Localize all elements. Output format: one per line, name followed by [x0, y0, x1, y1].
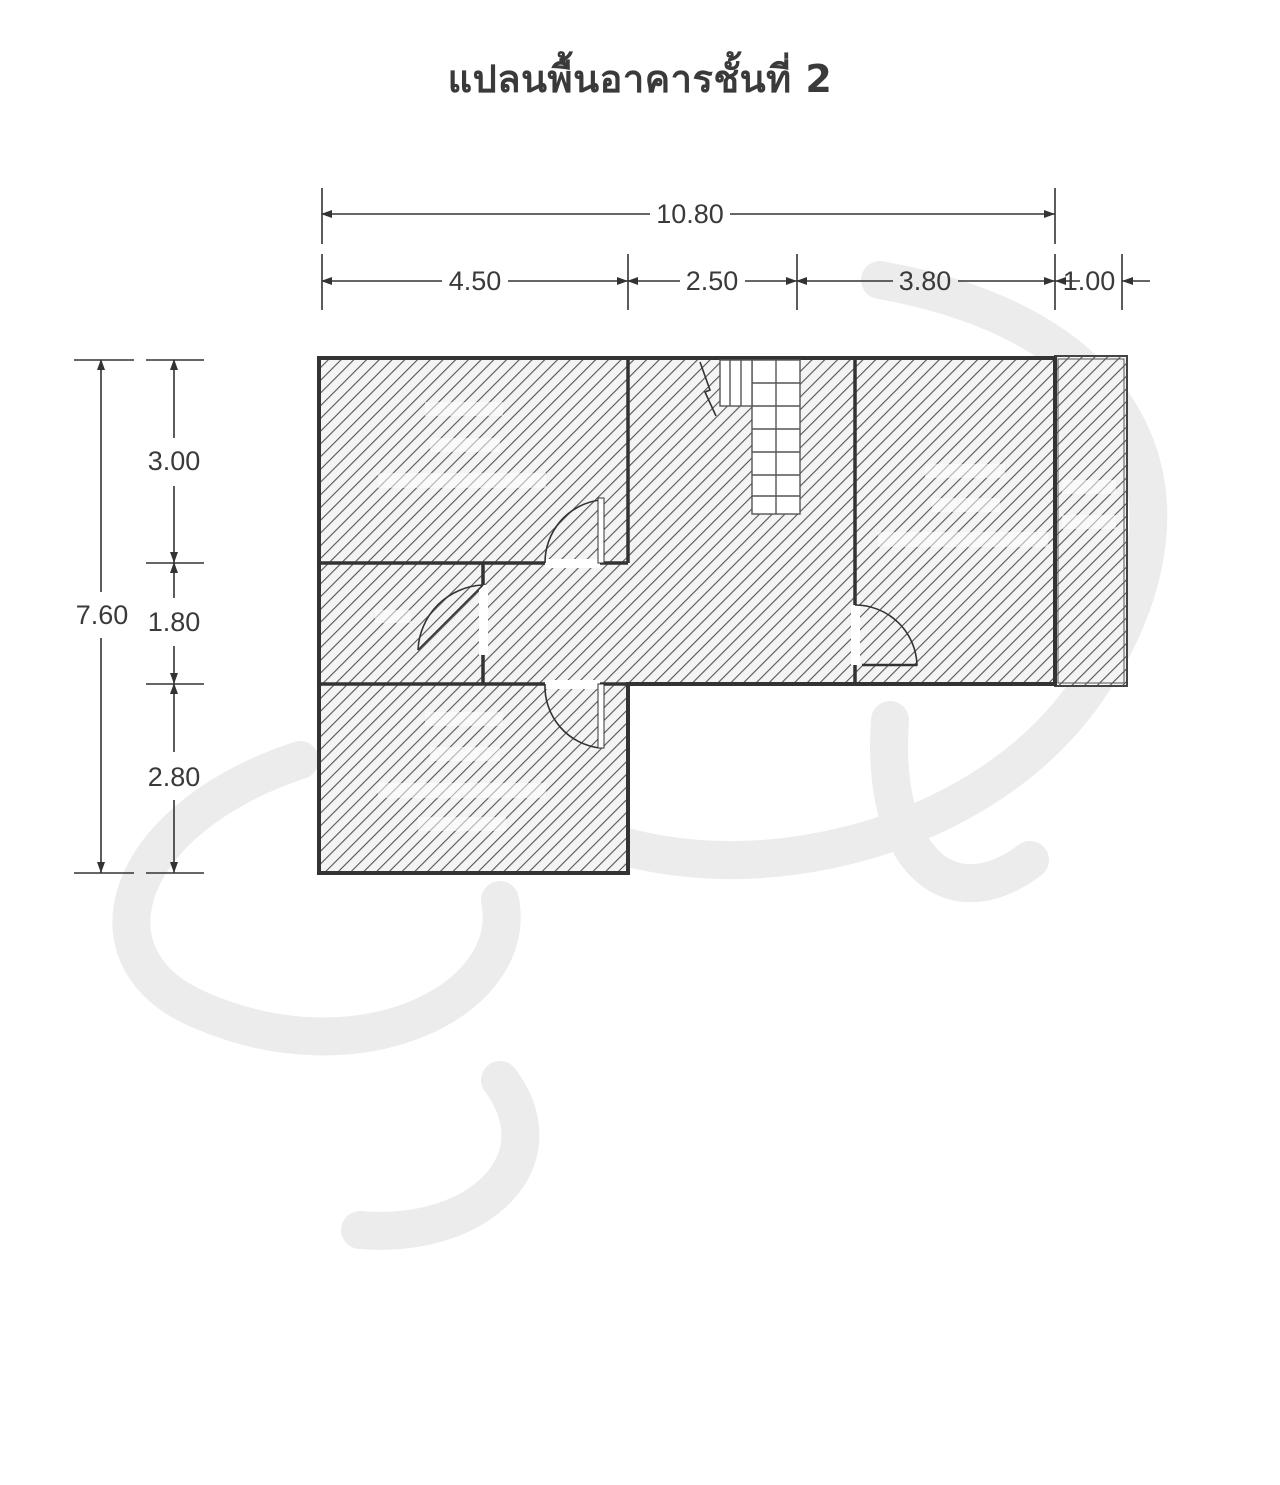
door-swings [417, 497, 918, 749]
dim-overall-width: 10.80 [656, 199, 724, 229]
dim-depth-1: 3.00 [148, 446, 201, 476]
depth-segments [146, 359, 204, 874]
segment-dimensions [321, 254, 1150, 310]
width-dimension [321, 188, 1056, 244]
dim-seg-3: 3.80 [899, 266, 952, 296]
floor-plan-body [317, 355, 1128, 875]
interior-walls [319, 358, 857, 686]
dim-seg-2: 2.50 [686, 266, 739, 296]
dim-overall-depth: 7.60 [76, 600, 129, 630]
room-annotations [375, 402, 1116, 831]
door-openings [479, 559, 860, 689]
dim-seg-4: 1.00 [1063, 266, 1116, 296]
staircase [699, 359, 801, 515]
depth-dimension [74, 359, 134, 874]
page-title: แปลนพื้นอาคารชั้นที่ 2 [447, 57, 833, 101]
dim-depth-2: 1.80 [148, 607, 201, 637]
dim-seg-1: 4.50 [449, 266, 502, 296]
dim-depth-3: 2.80 [148, 762, 201, 792]
